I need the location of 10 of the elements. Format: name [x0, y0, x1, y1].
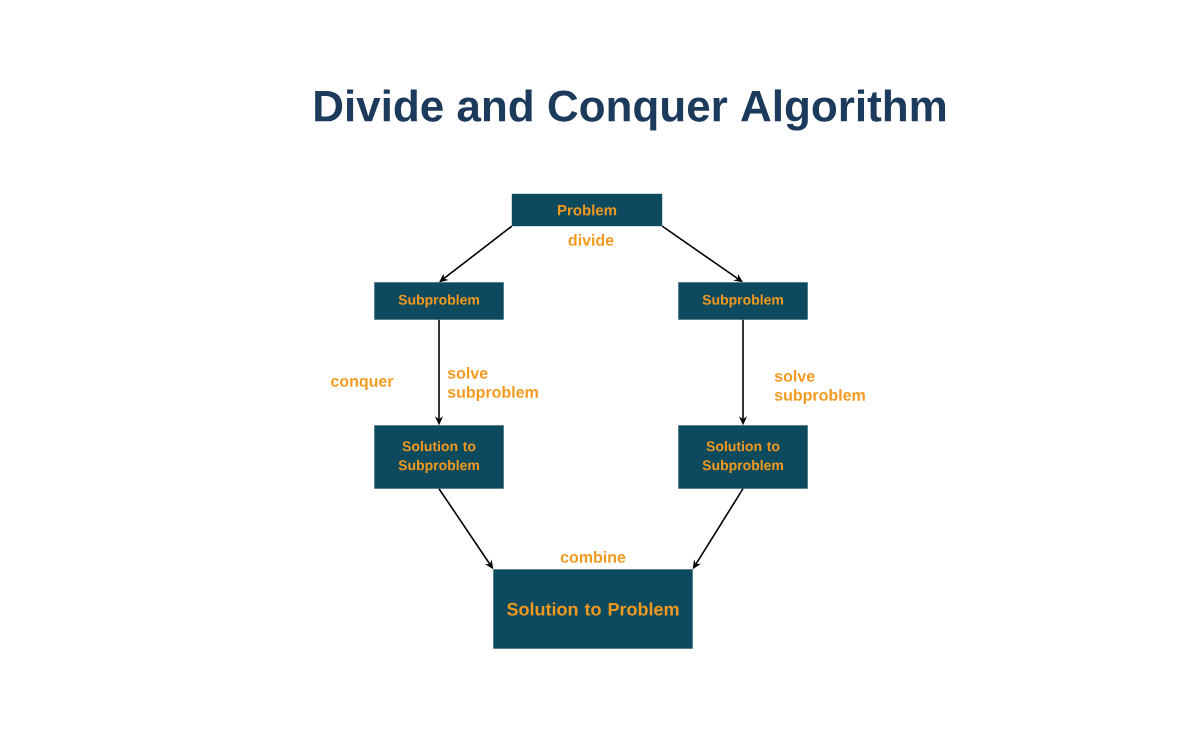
stage-label: conquer: [331, 378, 394, 390]
process-box: Solution to Subproblem: [374, 425, 504, 489]
process-box: Solution to Problem: [493, 569, 693, 649]
title: Divide and Conquer Algorithm: [315, 89, 946, 131]
edge-label: solve subproblem: [447, 367, 538, 401]
process-box: Solution to Subproblem: [678, 425, 808, 489]
process-box: Subproblem: [374, 282, 504, 320]
process-box: Problem: [511, 193, 663, 227]
edge-label: solve subproblem: [774, 370, 865, 404]
process-box: Subproblem: [678, 282, 808, 320]
